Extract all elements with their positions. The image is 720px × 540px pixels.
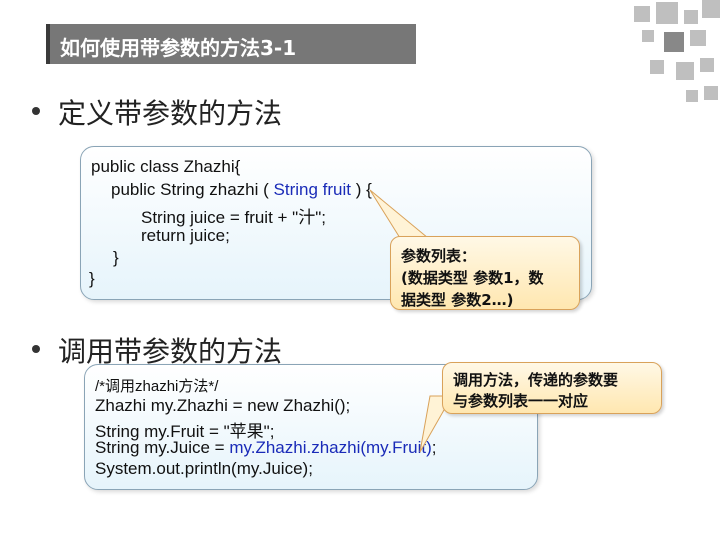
code-line: }	[113, 248, 119, 267]
callout-text: 调用方法，传递的参数要	[453, 371, 619, 389]
code-line: System.out.println(my.Juice);	[95, 459, 313, 478]
callout-param-list: 参数列表： (数据类型 参数1，数 据类型 参数2…)	[390, 236, 580, 310]
code-line: return juice;	[141, 226, 230, 245]
bullet-define-method: 定义带参数的方法	[32, 92, 282, 132]
code-line: String my.Fruit = "苹果";	[95, 422, 275, 441]
bullet-text: 调用带参数的方法	[58, 335, 283, 368]
code-line: }	[89, 269, 95, 288]
slide-title-bar: 如何使用带参数的方法3-1	[46, 24, 416, 64]
code-line: public String zhazhi ( String fruit ) {	[111, 180, 372, 200]
bullet-text: 定义带参数的方法	[58, 97, 283, 130]
bullet-dot-icon	[32, 345, 40, 353]
code-box-definition: public class Zhazhi{ public String zhazh…	[80, 146, 592, 300]
code-comment: /*调用zhazhi方法*/	[95, 378, 219, 395]
code-text: public String zhazhi (	[111, 180, 274, 199]
callout-text: (数据类型 参数1，数	[401, 269, 544, 287]
code-line: String my.Juice = my.Zhazhi.zhazhi(my.Fr…	[95, 438, 437, 458]
callout-text: 与参数列表一一对应	[453, 392, 589, 410]
code-line: public class Zhazhi{	[91, 157, 241, 176]
code-text: ) {	[351, 180, 372, 199]
decorative-tiles	[630, 0, 720, 130]
bullet-dot-icon	[32, 107, 40, 115]
slide-title: 如何使用带参数的方法3-1	[60, 36, 297, 60]
callout-text: 参数列表：	[401, 247, 477, 265]
bullet-call-method: 调用带参数的方法	[32, 330, 282, 370]
callout-text: 据类型 参数2…)	[401, 291, 514, 309]
code-line: Zhazhi my.Zhazhi = new Zhazhi();	[95, 396, 351, 415]
code-line: String juice = fruit + "汁";	[141, 208, 326, 227]
callout-pointer-icon	[369, 189, 430, 239]
code-text: String my.Juice =	[95, 438, 230, 457]
call-highlight: my.Zhazhi.zhazhi(my.Fruit)	[229, 438, 432, 457]
code-text: ;	[431, 438, 437, 457]
param-highlight: String fruit	[273, 180, 352, 199]
callout-match-params: 调用方法，传递的参数要 与参数列表一一对应	[442, 362, 662, 414]
